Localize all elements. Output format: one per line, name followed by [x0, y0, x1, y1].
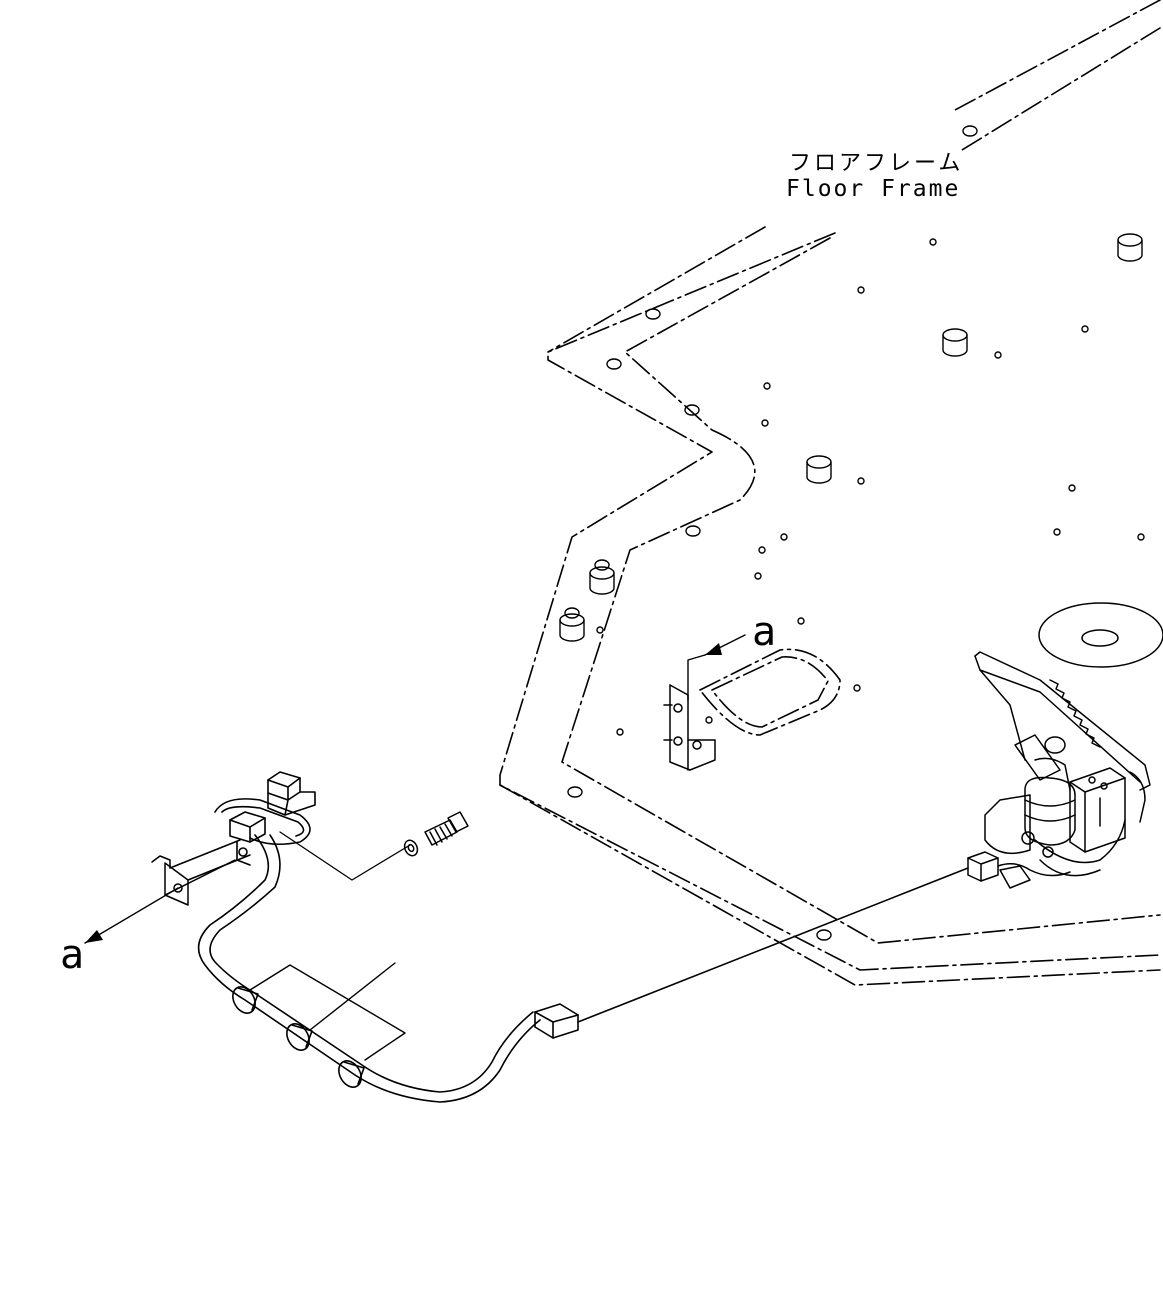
callout-label-bottom: a: [60, 932, 84, 978]
frame-studs: [559, 233, 1143, 642]
callout-arrow-top: [687, 634, 746, 701]
pedal-valve-assembly: [967, 602, 1163, 889]
harness-connector: [214, 771, 316, 866]
wire-harness: [197, 834, 969, 1103]
callout-label-top: a: [752, 609, 776, 655]
frame-cutout: [699, 648, 841, 736]
callout-arrow-bottom: [84, 887, 179, 944]
cable-clips: [232, 986, 365, 1088]
leader-lines: [279, 831, 411, 881]
frame-holes: [564, 125, 1145, 941]
floor-frame-label-jp: フロアフレーム: [789, 151, 963, 176]
frame-bracket: [663, 684, 716, 771]
floor-frame-label-en: Floor Frame: [786, 176, 960, 202]
bolt-and-washer: [403, 811, 469, 857]
floor-frame: [499, 0, 1161, 986]
clip-reference-box: [249, 962, 406, 1061]
